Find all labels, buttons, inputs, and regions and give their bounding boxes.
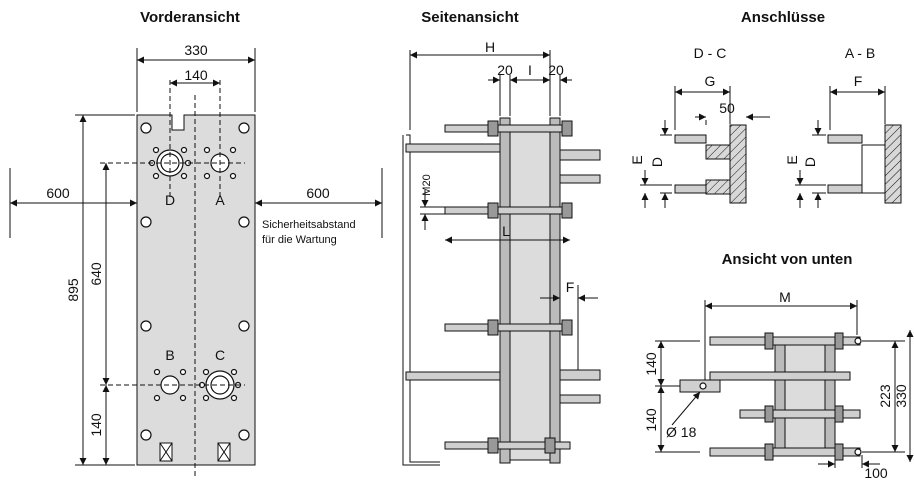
dim-g: G <box>705 73 716 89</box>
label-dc: D - C <box>694 45 727 61</box>
dim-50: 50 <box>719 100 735 116</box>
pressure-plate <box>549 117 561 464</box>
port-label-a: A <box>215 192 225 208</box>
dim-f-side: F <box>566 279 575 295</box>
dim-port-spacing: 140 <box>184 67 208 83</box>
connections-detail: D - C A - B G 50 E D F <box>629 45 902 208</box>
connections-title: Anschlüsse <box>741 9 825 26</box>
port-label-b: B <box>165 347 174 363</box>
dim-bottom-223: 223 <box>877 384 893 408</box>
front-view-title: Vorderansicht <box>140 9 240 26</box>
dim-l: L <box>502 223 510 239</box>
dim-e1: E <box>629 155 645 164</box>
dim-width-330: 330 <box>184 42 208 58</box>
dim-port-vertical: 640 <box>88 262 104 286</box>
dim-height-895: 895 <box>65 278 81 302</box>
side-view: H 20 I 20 M20 L F <box>402 39 601 466</box>
plate-pack <box>509 124 556 461</box>
dim-f-conn: F <box>854 73 863 89</box>
dim-clearance-left: 600 <box>46 185 70 201</box>
maintenance-note-line2: für die Wartung <box>262 234 337 246</box>
dim-bottom-140: 140 <box>88 413 104 437</box>
front-view: 330 140 895 640 140 600 600 Sicherheitsa… <box>9 42 383 478</box>
dim-bolt-m20: M20 <box>421 174 433 195</box>
port-label-d: D <box>165 192 175 208</box>
guide-holes <box>140 122 250 441</box>
dim-d2: D <box>802 157 818 167</box>
side-view-title: Seitenansicht <box>421 9 519 26</box>
label-ab: A - B <box>845 45 875 61</box>
dim-d1: D <box>649 157 665 167</box>
tie-rods <box>444 120 573 454</box>
lower-guide-bar <box>405 371 511 381</box>
dim-bottom-100: 100 <box>864 465 888 480</box>
dim-e2: E <box>784 155 800 164</box>
dim-plate2: 20 <box>548 62 564 78</box>
bottom-view: M 140 140 Ø 18 223 330 100 <box>643 289 914 480</box>
dim-h: H <box>485 39 495 55</box>
dim-hole-d18: Ø 18 <box>666 424 697 440</box>
dim-plate1: 20 <box>497 62 513 78</box>
dim-bottom-330: 330 <box>893 384 909 408</box>
front-plate <box>136 114 256 466</box>
dim-bottom-left-upper: 140 <box>643 352 659 376</box>
dim-bottom-left-lower: 140 <box>643 408 659 432</box>
dim-m: M <box>779 289 791 305</box>
port-label-c: C <box>215 347 225 363</box>
fixed-plate <box>499 117 511 464</box>
maintenance-note-line1: Sicherheitsabstand <box>262 219 356 231</box>
dim-clearance-right: 600 <box>306 185 330 201</box>
bottom-view-title: Ansicht von unten <box>722 251 853 268</box>
upper-guide-bar <box>405 143 511 153</box>
dim-i: I <box>528 62 532 78</box>
